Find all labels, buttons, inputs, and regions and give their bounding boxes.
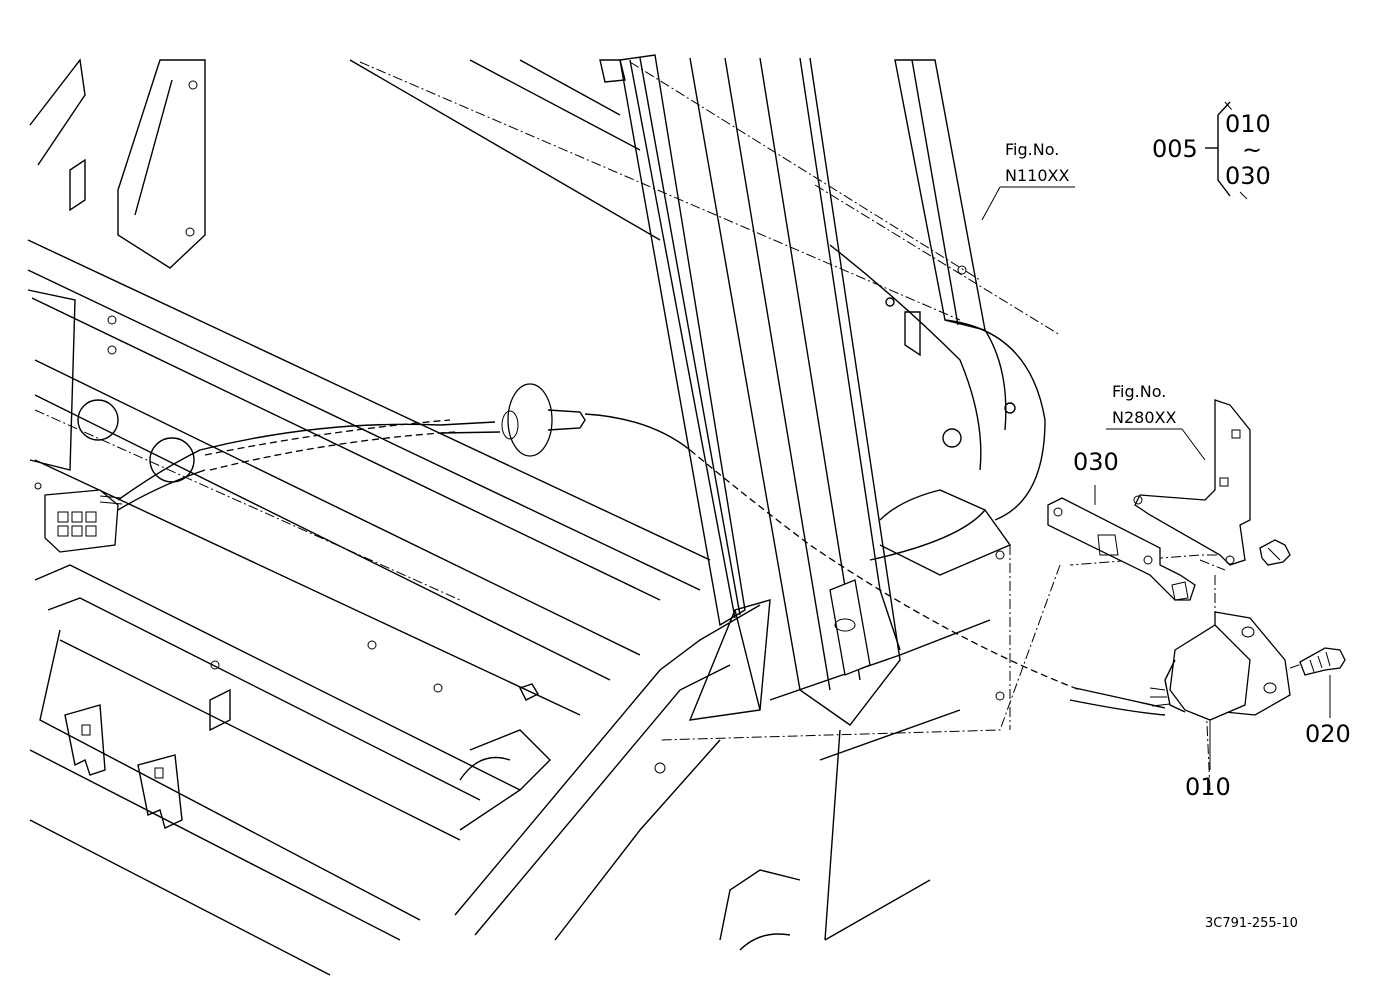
figure-ref-n280xx: Fig.No. N280XX [1106, 382, 1206, 461]
harness-connector [34, 482, 123, 553]
bracket-bolt [1259, 539, 1291, 566]
figure-ref-title: Fig.No. [1112, 382, 1166, 401]
drawing-code: 3C791-255-10 [1205, 916, 1298, 931]
figure-ref-title: Fig.No. [1005, 140, 1059, 159]
range-tilde: ~ [1242, 136, 1262, 164]
part-010-switch [1149, 611, 1291, 721]
part-010-label: 010 [1185, 773, 1231, 801]
cab-frame [27, 54, 1046, 976]
grommet [501, 383, 586, 457]
part-030-bracket [1047, 485, 1196, 601]
assembly-number: 005 [1152, 135, 1198, 163]
figure-ref-number: N280XX [1112, 408, 1176, 427]
range-end: 030 [1225, 162, 1271, 190]
cab-bracket [1133, 399, 1251, 566]
part-030-label: 030 [1073, 448, 1119, 476]
wire-harness [34, 383, 1166, 716]
part-range-label: 005 010 ~ 030 [1152, 101, 1271, 201]
figure-ref-number: N110XX [1005, 166, 1069, 185]
range-start: 010 [1225, 110, 1271, 138]
part-020-label: 020 [1305, 720, 1351, 748]
figure-ref-n110xx: Fig.No. N110XX [981, 140, 1075, 221]
part-020-bolt [1299, 647, 1346, 676]
